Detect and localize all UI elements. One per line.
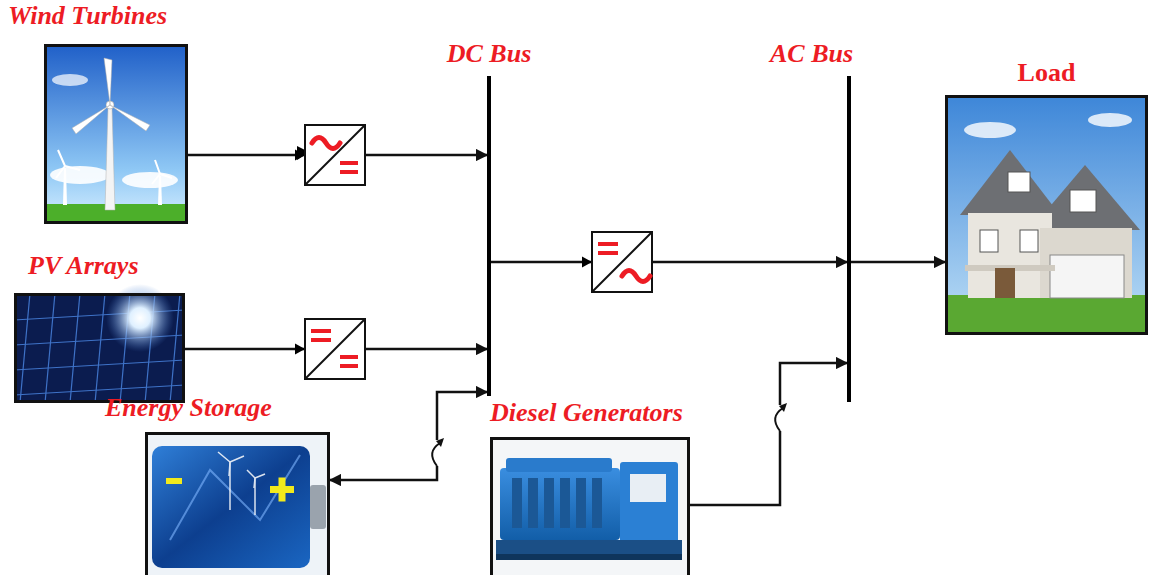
node-heading: AC Bus bbox=[770, 38, 853, 70]
ac-dc-converter bbox=[295, 125, 365, 185]
dc-ac-inverter bbox=[582, 232, 652, 292]
energy-storage-node: Energy Storage bbox=[145, 432, 330, 575]
ac-bus: AC Bus bbox=[847, 76, 851, 402]
wind-turbine-picture bbox=[44, 44, 188, 224]
dc-dc-converter bbox=[295, 319, 365, 379]
node-heading: Load bbox=[1018, 57, 1076, 89]
house-picture bbox=[945, 95, 1148, 335]
node-heading: Wind Turbines bbox=[8, 0, 167, 32]
node-heading: Diesel Generators bbox=[490, 397, 683, 429]
dc-bus: DC Bus bbox=[487, 76, 491, 396]
node-heading: Energy Storage bbox=[105, 392, 272, 424]
wind-turbine-node: Wind Turbines bbox=[44, 44, 188, 224]
node-heading: PV Arrays bbox=[28, 250, 139, 282]
power-flow-connector bbox=[851, 261, 945, 264]
pv-array-picture bbox=[14, 284, 185, 403]
diesel-generator-picture bbox=[490, 437, 690, 575]
power-flow-connector bbox=[690, 363, 847, 505]
pv-array-node: PV Arrays bbox=[14, 293, 185, 403]
diesel-generator-node: Diesel Generators bbox=[490, 437, 690, 575]
power-flow-connector bbox=[330, 392, 487, 480]
power-flow-connector bbox=[491, 261, 847, 264]
node-heading: DC Bus bbox=[447, 38, 532, 70]
load-node: Load bbox=[945, 95, 1148, 335]
storage-switch bbox=[431, 438, 444, 466]
diesel-switch bbox=[774, 403, 787, 431]
battery-picture bbox=[145, 432, 330, 575]
